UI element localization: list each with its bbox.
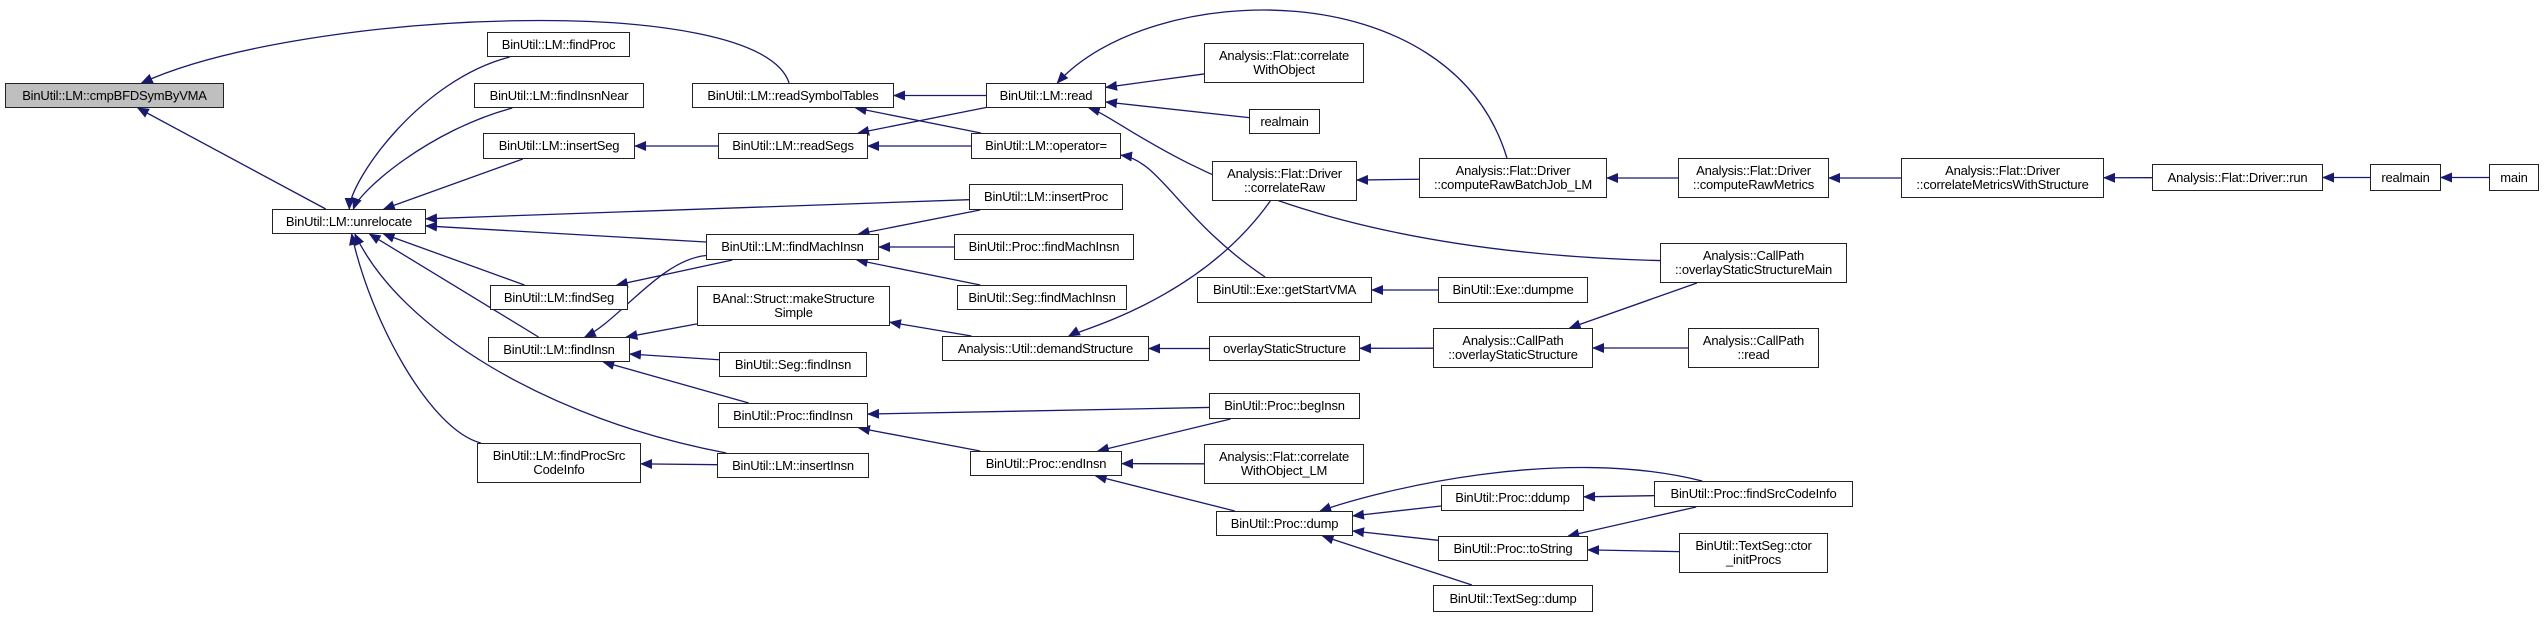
call-edge-binutil-lm-insertproc-to-binutil-lm-unrelocate bbox=[425, 199, 970, 224]
call-edge-binutil-lm-insertinsn-to-binutil-lm-findprocsrccodeinfo bbox=[640, 458, 718, 469]
graph-node-realmain[interactable]: realmain bbox=[2370, 164, 2441, 191]
graph-node-binutil-proc-findmachinsn[interactable]: BinUtil::Proc::findMachInsn bbox=[954, 234, 1134, 260]
graph-node-binutil-exe-getstartvma[interactable]: BinUtil::Exe::getStartVMA bbox=[1197, 277, 1372, 303]
graph-node-banal-struct-makestructuresimple[interactable]: BAnal::Struct::makeStructure Simple bbox=[697, 286, 890, 326]
call-edge-binutil-lm-findseg-to-binutil-lm-unrelocate bbox=[382, 233, 525, 286]
call-edge-binutil-seg-findinsn-to-binutil-lm-findinsn bbox=[629, 349, 720, 361]
graph-node-binutil-lm-findinsnnear[interactable]: BinUtil::LM::findInsnNear bbox=[474, 83, 644, 108]
call-edge-binutil-proc-findsrccodeinfo-to-binutil-proc-ddump bbox=[1583, 491, 1655, 502]
graph-node-binutil-proc-endinsn[interactable]: BinUtil::Proc::endInsn bbox=[970, 451, 1122, 476]
graph-node-binutil-lm-operator[interactable]: BinUtil::LM::operator= bbox=[971, 133, 1121, 159]
call-edge-binutil-lm-findproc-to-binutil-lm-unrelocate bbox=[344, 56, 510, 210]
graph-node-binutil-lm-insertinsn[interactable]: BinUtil::LM::insertInsn bbox=[717, 453, 869, 478]
graph-node-main[interactable]: main bbox=[2489, 164, 2539, 191]
graph-node-binutil-textseg-ctor-initprocs[interactable]: BinUtil::TextSeg::ctor _initProcs bbox=[1679, 533, 1828, 573]
graph-node-realmain[interactable]: realmain bbox=[1249, 109, 1320, 134]
graph-node-binutil-lm-insertproc[interactable]: BinUtil::LM::insertProc bbox=[969, 184, 1123, 210]
graph-node-binutil-lm-read[interactable]: BinUtil::LM::read bbox=[986, 83, 1106, 108]
call-edge-binutil-proc-tostring-to-binutil-proc-dump bbox=[1352, 527, 1439, 541]
graph-node-binutil-proc-ddump[interactable]: BinUtil::Proc::ddump bbox=[1441, 485, 1584, 511]
call-edge-binutil-lm-findmachinsn-to-binutil-lm-findseg bbox=[615, 259, 733, 288]
graph-node-analysis-callpath-read[interactable]: Analysis::CallPath ::read bbox=[1688, 328, 1819, 368]
call-edge-binutil-proc-beginsn-to-binutil-proc-findinsn bbox=[867, 406, 1210, 419]
graph-node-binutil-proc-tostring[interactable]: BinUtil::Proc::toString bbox=[1438, 536, 1588, 561]
graph-node-binutil-lm-readsymboltables[interactable]: BinUtil::LM::readSymbolTables bbox=[692, 83, 894, 108]
call-edge-analysis-flat-driver-computerawbatchjob-lm-to-analysis-flat-driver-correlateraw bbox=[1356, 174, 1420, 185]
call-edge-analysis-util-demandstructure-to-banal-struct-makestructuresimple bbox=[889, 319, 972, 337]
call-edge-analysis-flat-driver-computerawbatchjob-lm-to-binutil-lm-read bbox=[1056, 9, 1508, 159]
graph-node-binutil-seg-findinsn[interactable]: BinUtil::Seg::findInsn bbox=[719, 352, 867, 377]
graph-node-analysis-flat-correlatewithobject-lm[interactable]: Analysis::Flat::correlate WithObject_LM bbox=[1204, 444, 1364, 484]
graph-node-analysis-flat-driver-correlatemetricswithstructure[interactable]: Analysis::Flat::Driver ::correlateMetric… bbox=[1901, 158, 2104, 198]
graph-node-binutil-lm-findmachinsn[interactable]: BinUtil::LM::findMachInsn bbox=[706, 234, 879, 260]
graph-node-binutil-exe-dumpme[interactable]: BinUtil::Exe::dumpme bbox=[1438, 277, 1588, 303]
call-edge-binutil-proc-dump-to-binutil-proc-endinsn bbox=[1094, 473, 1235, 512]
call-edge-binutil-lm-findmachinsn-to-binutil-lm-findinsn bbox=[583, 254, 707, 338]
graph-node-binutil-lm-findprocsrccodeinfo[interactable]: BinUtil::LM::findProcSrc CodeInfo bbox=[477, 443, 641, 483]
graph-node-binutil-seg-findmachinsn[interactable]: BinUtil::Seg::findMachInsn bbox=[957, 285, 1127, 310]
call-edge-binutil-lm-read-to-binutil-lm-readsegs bbox=[857, 106, 987, 136]
graph-node-analysis-util-demandstructure[interactable]: Analysis::Util::demandStructure bbox=[942, 336, 1149, 361]
call-edge-binutil-lm-findinsnnear-to-binutil-lm-unrelocate bbox=[352, 107, 513, 210]
graph-node-binutil-lm-findseg[interactable]: BinUtil::LM::findSeg bbox=[490, 285, 628, 310]
call-edge-binutil-lm-findprocsrccodeinfo-to-binutil-lm-unrelocate bbox=[349, 233, 481, 444]
graph-node-analysis-flat-correlatewithobject[interactable]: Analysis::Flat::correlate WithObject bbox=[1204, 43, 1364, 83]
call-edge-binutil-lm-insertproc-to-binutil-lm-findmachinsn bbox=[857, 209, 981, 237]
call-edge-binutil-proc-beginsn-to-binutil-proc-endinsn bbox=[1096, 418, 1231, 454]
graph-node-binutil-lm-findinsn[interactable]: BinUtil::LM::findInsn bbox=[488, 337, 630, 362]
graph-node-analysis-flat-driver-correlateraw[interactable]: Analysis::Flat::Driver ::correlateRaw bbox=[1212, 161, 1357, 201]
graph-node-binutil-lm-unrelocate[interactable]: BinUtil::LM::unrelocate bbox=[272, 209, 426, 234]
call-edge-analysis-callpath-overlaystaticstructuremain-to-analysis-callpath-overlaystaticstructure bbox=[1568, 282, 1698, 330]
call-edge-binutil-proc-findsrccodeinfo-to-binutil-proc-dump bbox=[1319, 466, 1703, 513]
graph-node-binutil-lm-insertseg[interactable]: BinUtil::LM::insertSeg bbox=[483, 133, 635, 159]
graph-node-binutil-textseg-dump[interactable]: BinUtil::TextSeg::dump bbox=[1433, 585, 1593, 612]
graph-node-overlaystaticstructure[interactable]: overlayStaticStructure bbox=[1209, 336, 1360, 361]
call-edge-binutil-exe-getstartvma-to-binutil-lm-operator- bbox=[1120, 151, 1266, 278]
graph-node-binutil-lm-readsegs[interactable]: BinUtil::LM::readSegs bbox=[718, 133, 868, 159]
call-edge-binutil-proc-ddump-to-binutil-proc-dump bbox=[1352, 505, 1442, 520]
call-edge-binutil-seg-findmachinsn-to-binutil-lm-findmachinsn bbox=[855, 257, 981, 286]
call-edge-binutil-lm-findinsn-to-binutil-lm-unrelocate bbox=[368, 233, 539, 338]
call-edge-analysis-flat-correlatewithobject-to-binutil-lm-read bbox=[1105, 73, 1205, 91]
call-edge-binutil-textseg-ctor-initprocs-to-binutil-proc-tostring bbox=[1587, 545, 1680, 556]
call-edge-binutil-textseg-dump-to-binutil-proc-dump bbox=[1321, 534, 1473, 586]
call-edge-banal-struct-makestructuresimple-to-binutil-lm-findinsn bbox=[625, 323, 698, 340]
call-edge-binutil-lm-findmachinsn-to-binutil-lm-unrelocate bbox=[425, 221, 707, 243]
call-edge-realmain-to-binutil-lm-read bbox=[1105, 98, 1250, 119]
call-edge-binutil-lm-readsymboltables-to-binutil-lm-cmpbfdsymbyvma bbox=[140, 19, 790, 84]
graph-node-analysis-flat-driver-computerawbatchjob-lm[interactable]: Analysis::Flat::Driver ::computeRawBatch… bbox=[1419, 158, 1607, 198]
graph-node-analysis-callpath-overlaystaticstructure[interactable]: Analysis::CallPath ::overlayStaticStruct… bbox=[1433, 328, 1593, 368]
graph-node-analysis-flat-driver-run[interactable]: Analysis::Flat::Driver::run bbox=[2152, 164, 2323, 191]
graph-node-binutil-proc-findinsn[interactable]: BinUtil::Proc::findInsn bbox=[718, 403, 868, 428]
graph-node-binutil-proc-beginsn[interactable]: BinUtil::Proc::begInsn bbox=[1209, 393, 1360, 419]
call-edge-binutil-lm-unrelocate-to-binutil-lm-cmpbfdsymbyvma bbox=[136, 107, 327, 210]
call-edge-binutil-lm-insertseg-to-binutil-lm-unrelocate bbox=[382, 158, 524, 210]
graph-node-analysis-callpath-overlaystaticstructuremain[interactable]: Analysis::CallPath ::overlayStaticStruct… bbox=[1660, 243, 1847, 283]
call-edge-binutil-proc-endinsn-to-binutil-proc-findinsn bbox=[857, 425, 981, 452]
graph-node-binutil-lm-cmpbfdsymbyvma: BinUtil::LM::cmpBFDSymByVMA bbox=[5, 83, 224, 108]
call-edge-binutil-lm-insertinsn-to-binutil-lm-unrelocate bbox=[354, 233, 727, 454]
graph-node-binutil-proc-findsrccodeinfo[interactable]: BinUtil::Proc::findSrcCodeInfo bbox=[1654, 481, 1853, 507]
graph-node-binutil-proc-dump[interactable]: BinUtil::Proc::dump bbox=[1216, 511, 1353, 536]
graph-node-binutil-lm-findproc[interactable]: BinUtil::LM::findProc bbox=[487, 32, 630, 57]
call-edge-binutil-proc-findsrccodeinfo-to-binutil-proc-tostring bbox=[1567, 506, 1697, 539]
call-edge-analysis-flat-driver-correlateraw-to-analysis-util-demandstructure bbox=[1067, 200, 1271, 337]
graph-node-analysis-flat-driver-computerawmetrics[interactable]: Analysis::Flat::Driver ::computeRawMetri… bbox=[1678, 158, 1829, 198]
call-edge-binutil-proc-findinsn-to-binutil-lm-findinsn bbox=[602, 360, 749, 404]
